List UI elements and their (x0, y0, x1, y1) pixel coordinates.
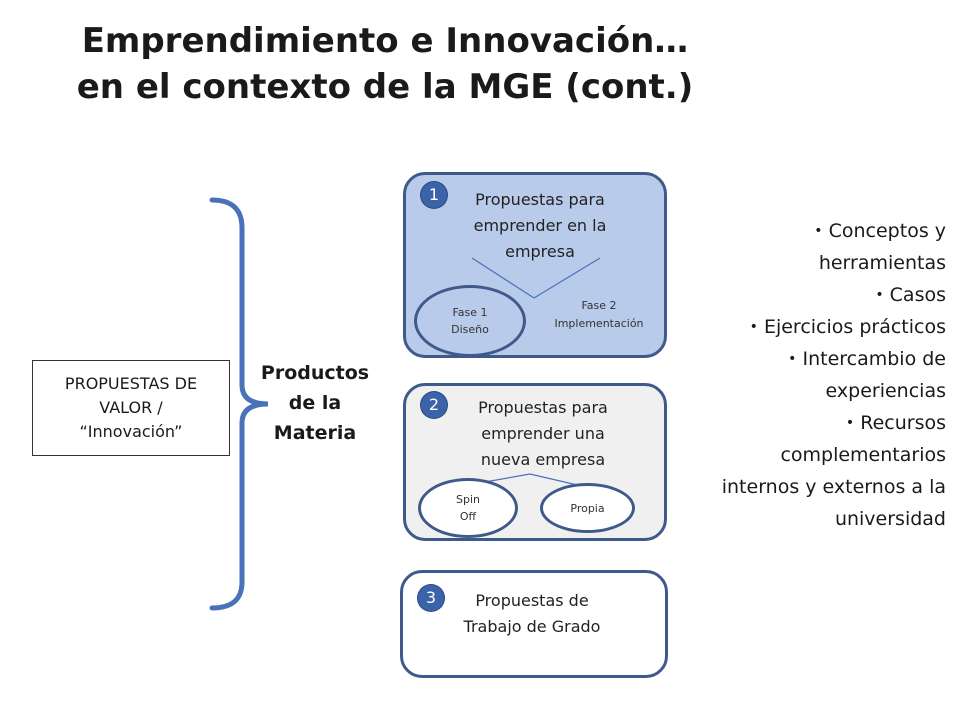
number-badge-2: 2 (421, 392, 447, 418)
ellipse-fase-1: Fase 1 Diseño (414, 285, 526, 357)
card-3-line-2: Trabajo de Grado (463, 617, 601, 636)
value-box-line-2: VALOR / (99, 398, 163, 417)
card-1-line-3: empresa (505, 242, 575, 261)
bullet-line: internos y externos a la (721, 476, 946, 498)
curly-bracket (209, 197, 269, 611)
fase-2-line-1: Fase 2 (581, 299, 617, 312)
connector-fase1 (471, 257, 535, 299)
title-line-2: en el contexto de la MGE (cont.) (76, 67, 694, 107)
connector-fase2 (533, 257, 601, 299)
bullet-line: • Recursos (845, 412, 946, 434)
resources-bullet-list: • Conceptos y herramientas • Casos • Eje… (670, 215, 946, 535)
number-badge-1: 1 (421, 182, 447, 208)
bullet-dot-icon: • (788, 351, 797, 367)
bullet-dot-icon: • (875, 287, 884, 303)
products-label-line-1: Productos (260, 362, 370, 384)
ellipse-propia: Propia (540, 483, 635, 533)
ellipse-spin-off: Spin Off (418, 478, 518, 538)
spin-off-line-1: Spin (456, 493, 480, 506)
products-label-line-2: de la (288, 392, 342, 414)
title-line-1: Emprendimiento e Innovación… (81, 21, 689, 61)
card-1-text: Propuestas para emprender en la empresa (440, 187, 640, 265)
bullet-line: • Conceptos y (814, 220, 946, 242)
number-badge-3: 3 (418, 585, 444, 611)
bullet-dot-icon: • (814, 223, 823, 239)
bullet-line: herramientas (818, 252, 946, 274)
fase-1-line-1: Fase 1 (452, 306, 488, 319)
page-title: Emprendimiento e Innovación… en el conte… (0, 18, 770, 110)
card-1-line-1: Propuestas para (475, 190, 605, 209)
bullet-line: universidad (834, 508, 946, 530)
card-2-line-2: emprender una (481, 424, 605, 443)
card-2-text: Propuestas para emprender una nueva empr… (443, 395, 643, 473)
card-trabajo-grado (400, 570, 668, 678)
bullet-line: complementarios (780, 444, 946, 466)
value-box-line-3: “Innovación” (79, 422, 183, 441)
products-label: Productos de la Materia (250, 358, 380, 448)
bullet-line: • Ejercicios prácticos (749, 316, 946, 338)
fase-2-line-2: Implementación (554, 317, 644, 330)
value-box-line-1: PROPUESTAS DE (64, 374, 198, 393)
value-proposition-box: PROPUESTAS DE VALOR / “Innovación” (32, 360, 230, 456)
card-2-line-3: nueva empresa (480, 450, 606, 469)
card-1-line-2: emprender en la (473, 216, 607, 235)
fase-1-line-2: Diseño (451, 323, 489, 336)
bullet-dot-icon: • (749, 319, 758, 335)
propia-label: Propia (570, 501, 605, 515)
bullet-dot-icon: • (845, 415, 855, 431)
bullet-line: experiencias (825, 380, 946, 402)
spin-off-line-2: Off (459, 510, 477, 523)
card-3-line-1: Propuestas de (475, 591, 589, 610)
card-2-line-1: Propuestas para (478, 398, 608, 417)
fase-2-label: Fase 2 Implementación (534, 297, 664, 333)
bullet-line: • Casos (875, 284, 946, 306)
products-label-line-3: Materia (273, 422, 357, 444)
card-3-text: Propuestas de Trabajo de Grado (432, 588, 632, 640)
bullet-line: • Intercambio de (788, 348, 946, 370)
